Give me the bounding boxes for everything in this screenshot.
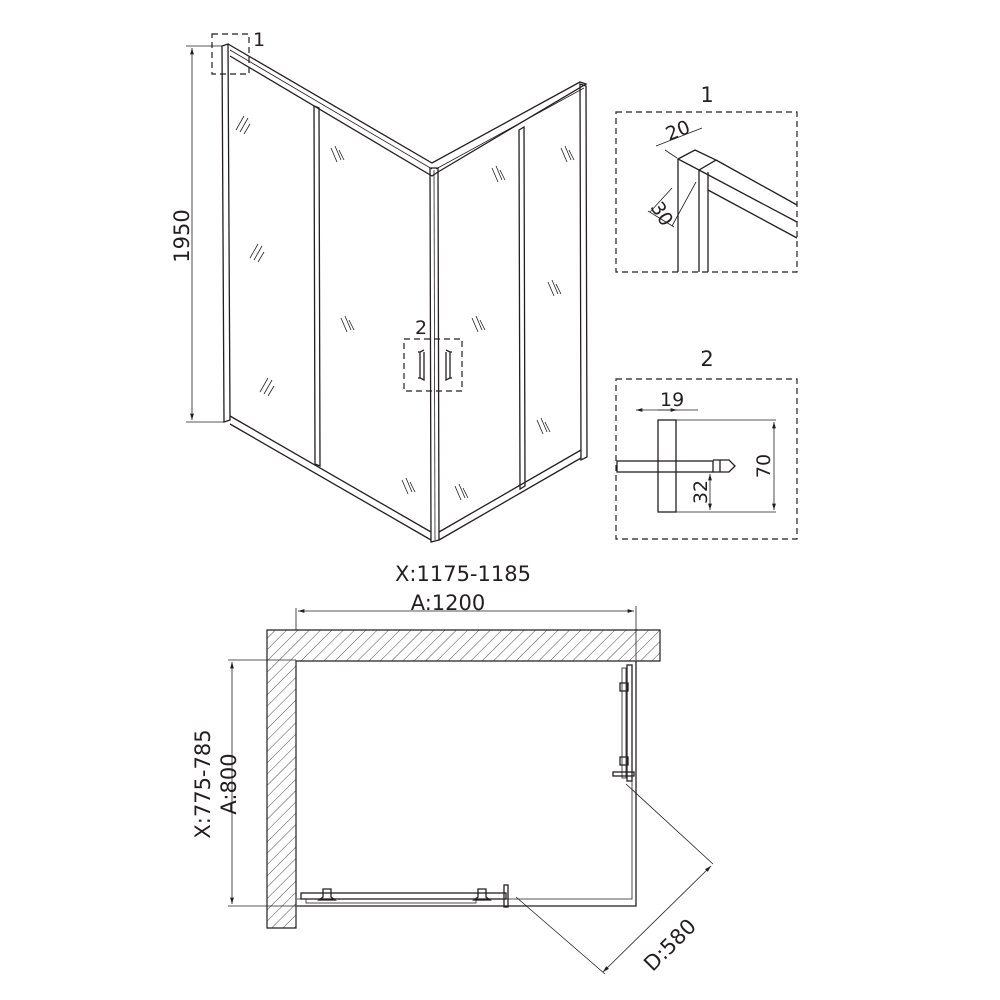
- isometric-view: 1950: [170, 29, 588, 543]
- height-dimension: 1950: [170, 45, 224, 423]
- detail-2-height-label: 70: [753, 454, 775, 478]
- detail-2-panel: 2 19 70 32: [615, 347, 798, 540]
- detail-2-title: 2: [700, 347, 713, 371]
- detail-1-title: 1: [700, 83, 713, 107]
- opening-label: D:580: [639, 914, 701, 976]
- height-label: 1950: [170, 209, 194, 262]
- detail-1-callout-box: [211, 33, 250, 75]
- detail-1-callout-label: 1: [253, 29, 265, 51]
- detail-2-width-label: 19: [660, 389, 684, 411]
- plan-view: X:1175-1185 A:1200 X:775-785 A:800 D:580: [191, 562, 714, 976]
- detail-2-offset-label: 32: [690, 480, 712, 504]
- door-handle-icons: [418, 349, 452, 382]
- depth-label: A:800: [217, 753, 241, 814]
- detail-1-panel: 1 20 30: [615, 83, 798, 273]
- detail-2-callout-box: [403, 338, 463, 392]
- detail-2-callout-label: 2: [415, 317, 427, 339]
- install-width-label: X:1175-1185: [395, 562, 531, 586]
- install-depth-label: X:775-785: [191, 729, 215, 838]
- glass-reflection-marks: [235, 115, 575, 501]
- wall-hatch: [266, 629, 661, 929]
